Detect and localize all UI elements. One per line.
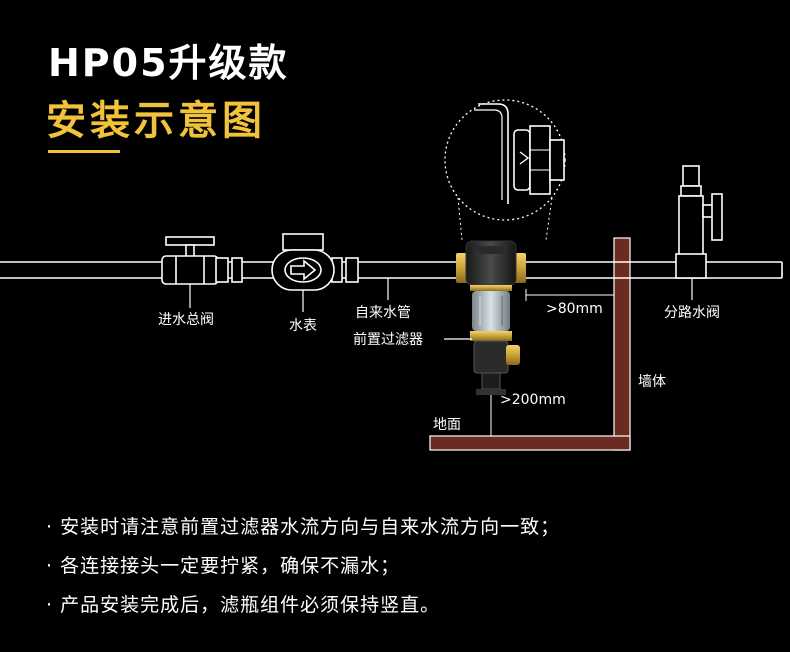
label-tap-pipe: 自来水管 [355, 305, 411, 321]
label-wall: 墙体 [638, 374, 666, 390]
install-note-3: · 产品安装完成后，滤瓶组件必须保持竖直。 [46, 594, 441, 616]
label-prefilter: 前置过滤器 [353, 331, 423, 348]
water-meter [271, 233, 335, 291]
label-floor: 地面 [433, 417, 461, 433]
install-note-2: · 各连接接头一定要拧紧，确保不漏水； [46, 555, 401, 577]
wall-clearance-dimension [525, 289, 615, 301]
label-branch-valve: 分路水阀 [664, 305, 720, 321]
page-subtitle: 安装示意图 [46, 98, 266, 144]
zoom-detail [444, 99, 566, 241]
label-wall-clearance: >80mm [546, 301, 603, 317]
leader-lines [189, 278, 693, 340]
label-water-meter: 水表 [289, 318, 317, 334]
wall [613, 237, 631, 451]
label-floor-clearance: >200mm [500, 392, 566, 408]
wall-structure [429, 237, 631, 451]
branch-valve [675, 165, 723, 279]
floor [429, 435, 631, 451]
page-title: HP05升级款 [48, 41, 289, 85]
main-pipe [0, 261, 783, 279]
label-main-valve: 进水总阀 [158, 312, 214, 328]
install-note-1: · 安装时请注意前置过滤器水流方向与自来水流方向一致； [46, 516, 561, 538]
main-valve [161, 236, 219, 285]
prefilter [456, 240, 526, 395]
title-underline [48, 150, 120, 153]
floor-clearance-dimension [484, 395, 498, 437]
